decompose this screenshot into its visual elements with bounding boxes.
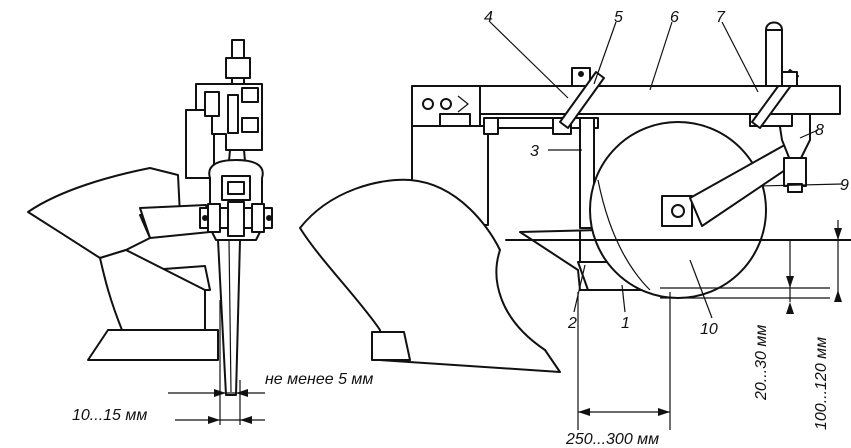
leader-7 [721, 21, 759, 93]
disc-axle [671, 204, 685, 218]
bracket-hole-2 [440, 98, 452, 110]
front-bolt-right-top [241, 87, 259, 103]
callout-1: 1 [621, 315, 630, 332]
front-mouldboard-lower [99, 249, 206, 331]
front-coulter-edge [228, 239, 232, 393]
leader-8 [799, 129, 819, 139]
front-bolt-end-right [266, 215, 272, 221]
callout-6: 6 [670, 9, 679, 26]
dim-length-arrow-right [658, 408, 670, 416]
leader-6 [649, 21, 673, 91]
right-pin-cap [765, 21, 783, 31]
callout-5: 5 [614, 9, 623, 26]
label-length-range: 250...300 мм [565, 431, 659, 448]
callout-8: 8 [815, 122, 824, 139]
front-share-bottom [87, 329, 219, 361]
side-view [299, 21, 851, 430]
front-bolt-end-left [202, 215, 208, 221]
clamp-top-left-bolt [578, 71, 584, 77]
right-bracket-foot [787, 183, 803, 193]
dim-depth-small-arrow-down [786, 276, 794, 288]
dim-length-arrow-left [578, 408, 590, 416]
callout-3: 3 [530, 143, 539, 160]
dim-depth-large-arrow-bottom [834, 290, 842, 302]
front-view [27, 39, 273, 425]
dim-width-arrow-right [240, 416, 252, 424]
dim-depth-small-arrow-up [786, 302, 794, 314]
label-min-gap: не менее 5 мм [265, 371, 373, 388]
clamp-bar-left [559, 71, 605, 129]
label-depth-small: 20...30 мм [753, 325, 770, 401]
front-hub [227, 201, 245, 237]
dim-width-arrow-left [208, 416, 220, 424]
right-pin [765, 29, 783, 87]
bracket-notch [457, 95, 469, 113]
leader-2 [573, 264, 586, 313]
leader-10 [689, 259, 713, 319]
label-depth-large: 100...120 мм [813, 337, 830, 430]
front-nut-left [207, 203, 221, 233]
callout-2: 2 [567, 315, 577, 332]
front-bolt-right-bottom [241, 117, 259, 133]
label-width-range: 10...15 мм [72, 407, 147, 424]
front-slot [227, 94, 239, 134]
leader-9 [759, 183, 843, 187]
side-mouldboard [299, 178, 561, 373]
callout-9: 9 [840, 177, 849, 194]
front-fork-inner [227, 181, 245, 195]
side-share-bottom [371, 331, 411, 361]
right-bracket-post [783, 157, 807, 187]
leader-1 [621, 284, 626, 313]
callout-10: 10 [700, 321, 718, 338]
front-collar [225, 57, 251, 79]
leader-4 [489, 21, 569, 99]
leader-5 [593, 21, 617, 85]
front-bolt-left [204, 91, 220, 117]
front-nut-right [251, 203, 265, 233]
dim-min-gap-arrow-right [236, 389, 248, 397]
callout-4: 4 [484, 9, 493, 26]
dim-depth-large-arrow-top [834, 228, 842, 240]
frame-lug-left [483, 117, 499, 135]
bracket-hole-1 [422, 98, 434, 110]
callout-7: 7 [716, 9, 726, 26]
coulter-disc-rim [597, 179, 651, 291]
